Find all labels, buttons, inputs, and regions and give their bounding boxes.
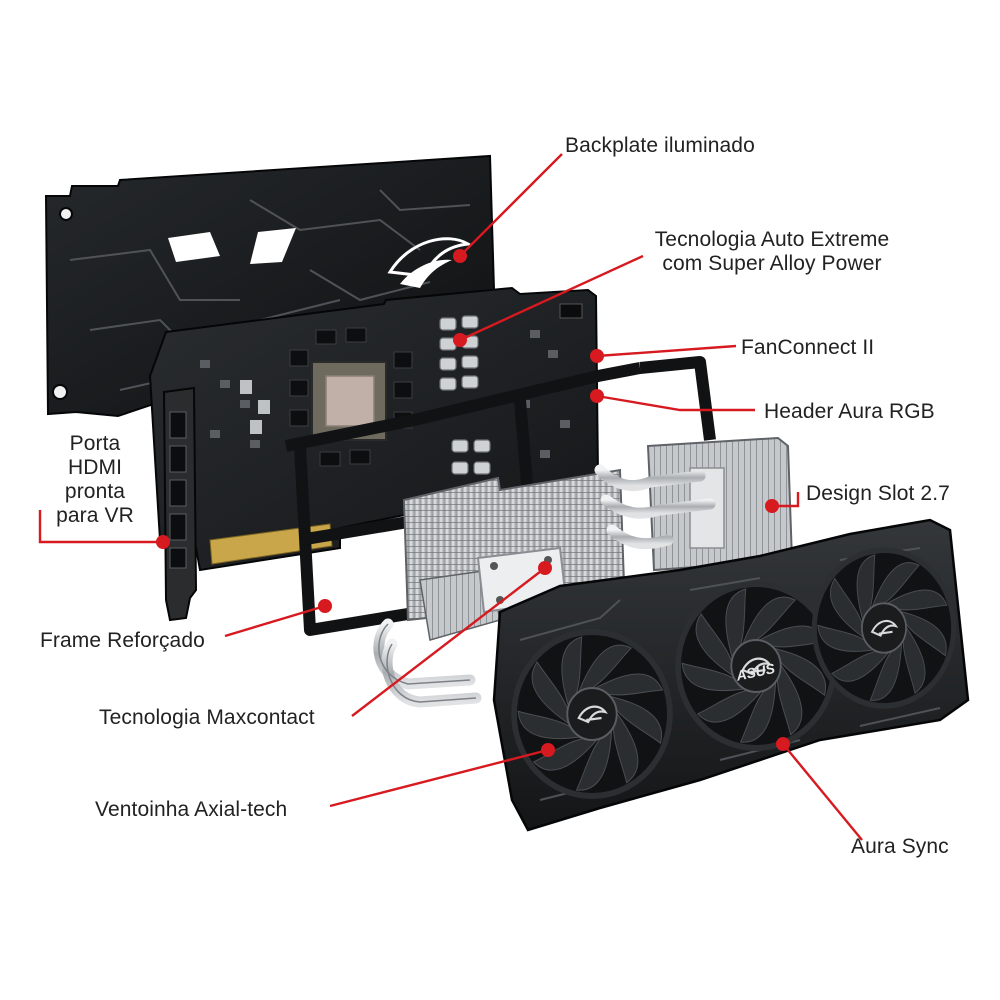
label-auto-extreme-line1: Tecnologia Auto Extreme — [654, 228, 890, 251]
backplate — [44, 154, 496, 418]
label-auto-extreme: Tecnologia Auto Extreme com Super Alloy … — [630, 228, 914, 276]
label-hdmi-line2: HDMI — [67, 456, 123, 479]
heatsink — [373, 436, 794, 708]
label-aura-sync: Aura Sync — [851, 835, 949, 858]
label-hdmi: Porta HDMI pronta para VR — [40, 432, 150, 528]
label-auto-extreme-line2: com Super Alloy Power — [662, 252, 882, 275]
fan-shroud: ASUS — [492, 518, 970, 832]
callout-lines — [38, 153, 863, 841]
label-slot: Design Slot 2.7 — [806, 482, 950, 505]
label-maxcontact: Tecnologia Maxcontact — [99, 706, 315, 729]
fan-right — [813, 550, 954, 708]
label-frame: Frame Reforçado — [40, 629, 205, 652]
label-hdmi-line3: pronta — [64, 480, 126, 503]
label-hdmi-line1: Porta — [69, 432, 121, 455]
rog-eye-logo — [387, 237, 473, 288]
label-hdmi-line4: para VR — [56, 504, 134, 527]
fan-left — [513, 632, 670, 798]
label-header-aura: Header Aura RGB — [764, 400, 935, 423]
callout-dots — [156, 249, 790, 757]
label-fanconnect: FanConnect II — [741, 336, 875, 359]
label-axial: Ventoinha Axial-tech — [95, 798, 288, 821]
label-backplate: Backplate iluminado — [565, 134, 755, 157]
